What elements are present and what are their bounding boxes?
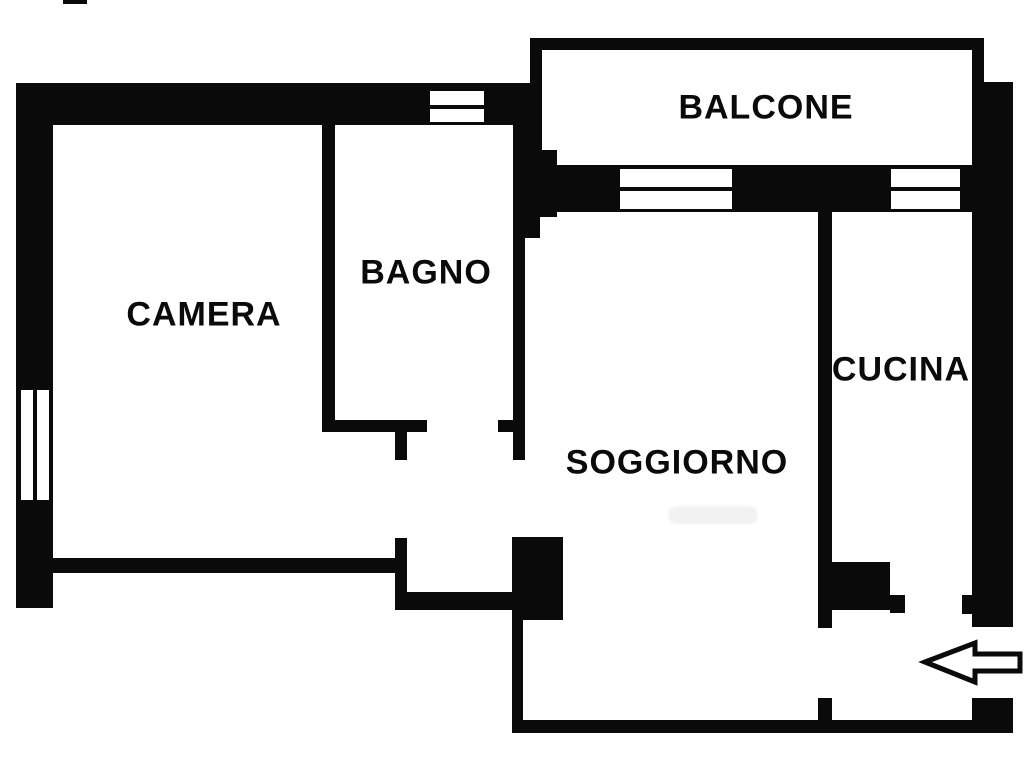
window-mullion bbox=[33, 389, 37, 501]
wall-cucina-divider bbox=[818, 212, 832, 628]
scan-artifact-soggiorno bbox=[668, 506, 758, 524]
window-balcony-b bbox=[888, 166, 963, 212]
room-label-camera: CAMERA bbox=[126, 295, 282, 334]
window-mullion bbox=[890, 187, 961, 191]
wall-core-widening bbox=[540, 150, 557, 217]
scan-artifact-top bbox=[63, 0, 87, 4]
balcony-wall-right bbox=[972, 38, 984, 167]
entrance-arrow-icon bbox=[918, 639, 1023, 686]
wall-soggiorno-left bbox=[512, 608, 523, 733]
wall-camera-bagno bbox=[322, 125, 335, 432]
wall-bagno-bottom bbox=[322, 420, 427, 432]
room-label-cucina: CUCINA bbox=[831, 350, 971, 389]
wall-right-exterior bbox=[983, 82, 1013, 627]
wall-cucina-south-stub bbox=[823, 562, 890, 610]
wall-core-upper bbox=[513, 85, 540, 238]
wall-cucina-south-step bbox=[890, 595, 905, 613]
room-label-soggiorno: SOGGIORNO bbox=[565, 443, 789, 482]
wall-right-exterior-inner bbox=[972, 167, 983, 627]
window-mullion bbox=[429, 104, 485, 109]
room-label-bagno: BAGNO bbox=[360, 253, 492, 292]
wall-divider-bottom-stub bbox=[818, 698, 832, 720]
wall-bottom-exterior bbox=[512, 720, 1013, 733]
wall-left-exterior bbox=[16, 83, 53, 608]
entrance-door-jamb bbox=[962, 595, 973, 614]
window-top-wall bbox=[427, 88, 487, 125]
wall-right-bottom-block bbox=[972, 698, 1013, 733]
wall-bagno-right bbox=[513, 238, 525, 460]
camera-door-jamb bbox=[395, 538, 407, 610]
wall-entry-lower bbox=[407, 592, 513, 610]
window-balcony-a bbox=[617, 166, 735, 212]
entry-pillar bbox=[512, 537, 563, 620]
bagno-door-jamb bbox=[395, 432, 407, 460]
balcony-wall-top bbox=[530, 38, 984, 50]
window-left-wall bbox=[18, 387, 52, 503]
room-label-balcone: BALCONE bbox=[678, 88, 854, 127]
wall-camera-bottom bbox=[53, 558, 405, 573]
wall-bagno-bottom-stub bbox=[498, 420, 515, 432]
window-mullion bbox=[619, 187, 733, 191]
